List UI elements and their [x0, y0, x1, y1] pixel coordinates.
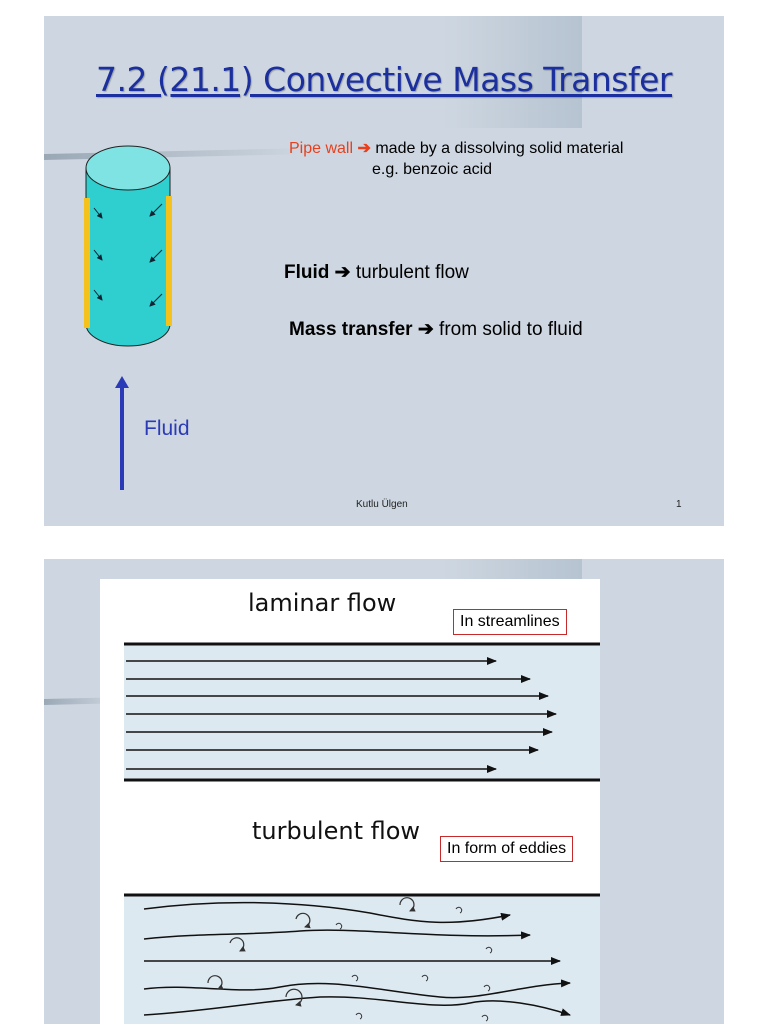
- mass-transfer-text: from solid to fluid: [439, 319, 583, 340]
- decorative-band: [442, 16, 582, 128]
- pipe-wall-line: Pipe wall ➔ made by a dissolving solid m…: [289, 138, 623, 158]
- arrow-icon: ➔: [417, 319, 434, 340]
- fluid-flow-text: turbulent flow: [355, 262, 469, 283]
- pipe-body: [85, 167, 171, 347]
- laminar-flow-title: laminar flow: [248, 589, 397, 617]
- arrow-icon: ➔: [334, 262, 351, 283]
- laminar-tag: In streamlines: [453, 609, 567, 635]
- slide-2: laminar flow In streamlines turbulent fl…: [44, 559, 724, 1024]
- mass-transfer-line: Mass transfer ➔ from solid to fluid: [289, 318, 583, 341]
- turbulent-tag: In form of eddies: [440, 836, 574, 862]
- footer-page-number: 1: [676, 499, 682, 510]
- fluid-flow-line: Fluid ➔ turbulent flow: [284, 261, 469, 284]
- pipe-wall-label: Pipe wall: [289, 140, 354, 157]
- slide-title: 7.2 (21.1) Convective Mass Transfer: [95, 60, 673, 99]
- pipe-wall-example: e.g. benzoic acid: [372, 161, 493, 178]
- mass-transfer-label: Mass transfer: [289, 319, 413, 340]
- fluid-arrow-label: Fluid: [144, 417, 190, 440]
- pipe-top: [85, 145, 171, 191]
- pipe-illustration: [84, 145, 172, 347]
- pipe-wall-strip-right: [166, 196, 172, 326]
- flow-diagram-panel: laminar flow In streamlines turbulent fl…: [100, 579, 600, 1024]
- slide-1: 7.2 (21.1) Convective Mass Transfer Pipe…: [44, 16, 724, 526]
- turbulent-flow-title: turbulent flow: [252, 817, 421, 845]
- fluid-direction-arrow-icon: [115, 376, 129, 490]
- fluid-label: Fluid: [284, 262, 330, 283]
- pipe-wall-description: made by a dissolving solid material: [375, 140, 624, 157]
- turbulent-flow-diagram: [124, 893, 600, 1024]
- decorative-band: [442, 559, 582, 579]
- footer-author: Kutlu Ülgen: [356, 499, 408, 510]
- laminar-flow-diagram: [124, 642, 600, 782]
- pipe-wall-strip-left: [84, 198, 90, 328]
- arrow-icon: ➔: [357, 140, 371, 157]
